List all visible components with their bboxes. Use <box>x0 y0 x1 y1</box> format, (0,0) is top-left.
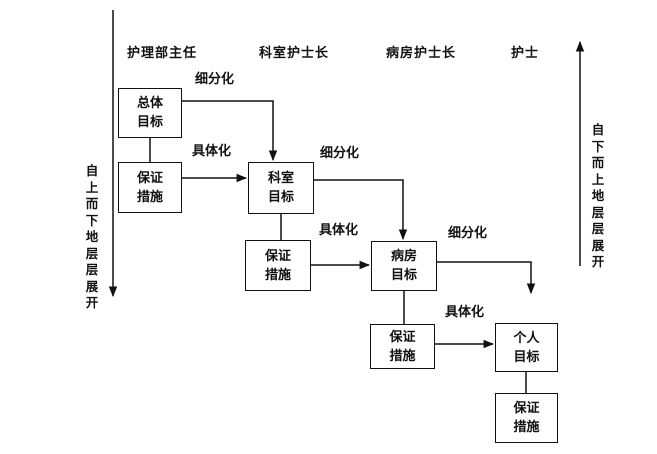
label-refine-3: 细分化 <box>448 226 488 241</box>
right-side-text: 自下而上地层层展开 <box>591 122 605 269</box>
guarantee-box-2: 保证 措施 <box>245 240 311 291</box>
guarantee-2-line1: 保证 <box>264 248 291 264</box>
header-dept-head-nurse: 科室护士长 <box>259 46 330 61</box>
overall-goal-line1: 总体 <box>136 96 163 111</box>
guarantee-3-line2: 措施 <box>389 348 416 364</box>
dept-goal-box: 科室 目标 <box>248 162 314 214</box>
overall-goal-line2: 目标 <box>136 115 163 130</box>
ward-goal-box: 病房 目标 <box>371 241 437 291</box>
header-nurse: 护士 <box>511 46 540 61</box>
label-refine-2: 细分化 <box>320 146 360 161</box>
label-refine-1: 细分化 <box>195 72 235 87</box>
guarantee-box-4: 保证 措施 <box>495 393 558 443</box>
left-side-text: 自上而下地层层展开 <box>85 163 99 310</box>
ward-goal-line2: 目标 <box>390 268 417 283</box>
header-ward-head-nurse: 病房护士长 <box>386 46 457 61</box>
guarantee-box-1: 保证 措施 <box>118 162 182 213</box>
dept-goal-line1: 科室 <box>267 171 294 186</box>
overall-goal-box: 总体 目标 <box>118 88 182 138</box>
guarantee-4-line2: 措施 <box>513 420 540 435</box>
label-concretize-1: 具体化 <box>192 144 232 159</box>
guarantee-3-line1: 保证 <box>389 329 416 345</box>
personal-goal-box: 个人 目标 <box>495 323 558 372</box>
guarantee-1-line1: 保证 <box>136 170 163 186</box>
arrow-dept-to-ward <box>313 179 408 241</box>
label-concretize-3: 具体化 <box>445 305 485 320</box>
arrow-overall-to-dept <box>181 100 278 162</box>
personal-goal-line1: 个人 <box>513 330 540 346</box>
guarantee-1-line2: 措施 <box>136 189 163 205</box>
guarantee-2-line2: 措施 <box>264 267 291 283</box>
guarantee-box-3: 保证 措施 <box>370 324 435 369</box>
dept-goal-line2: 目标 <box>267 190 294 205</box>
guarantee-4-line1: 保证 <box>513 401 540 416</box>
label-concretize-2: 具体化 <box>319 223 359 238</box>
ward-goal-line1: 病房 <box>390 249 417 264</box>
header-nursing-director: 护理部主任 <box>127 46 198 61</box>
personal-goal-line2: 目标 <box>513 349 540 365</box>
arrow-ward-to-personal <box>436 261 536 295</box>
